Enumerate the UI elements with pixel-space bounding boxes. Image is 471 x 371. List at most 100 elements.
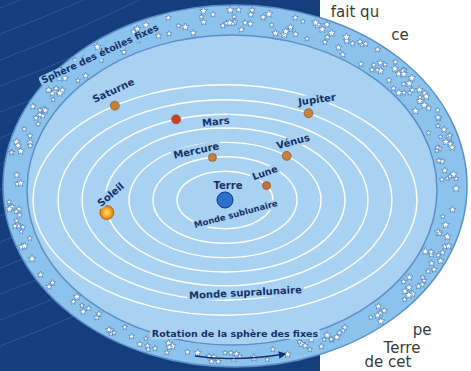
star — [165, 15, 171, 21]
star — [383, 62, 388, 67]
orbit — [105, 128, 345, 272]
star — [248, 11, 255, 17]
star — [51, 97, 56, 102]
star — [328, 29, 336, 37]
star — [8, 149, 15, 156]
star — [405, 79, 413, 86]
star — [300, 19, 305, 24]
star — [340, 51, 346, 57]
star — [381, 307, 388, 313]
star — [238, 26, 244, 32]
star — [435, 123, 440, 128]
star — [27, 236, 32, 241]
star — [20, 224, 26, 230]
star — [342, 33, 350, 41]
star — [14, 142, 22, 149]
star — [82, 72, 89, 78]
star — [337, 330, 343, 335]
fixed-stars — [6, 6, 460, 364]
star — [143, 336, 148, 341]
inner-sphere — [27, 35, 437, 345]
star — [435, 228, 443, 236]
star — [391, 65, 399, 73]
orbit — [153, 157, 297, 243]
star — [166, 344, 172, 350]
star — [449, 144, 456, 151]
star — [323, 21, 330, 28]
mercury-body — [208, 153, 216, 161]
star — [452, 184, 460, 192]
star — [194, 349, 202, 356]
rotation-label: Rotation de la sphère des fixes — [150, 329, 320, 339]
star — [56, 89, 64, 96]
star — [441, 126, 448, 133]
star — [318, 25, 326, 32]
star — [426, 268, 432, 273]
star — [30, 103, 37, 109]
star — [13, 208, 19, 214]
star — [386, 77, 392, 83]
star — [42, 107, 49, 114]
star — [121, 49, 127, 55]
star — [265, 10, 273, 18]
star — [272, 29, 279, 36]
star — [407, 90, 412, 95]
star — [420, 101, 428, 109]
star — [12, 223, 18, 229]
star — [28, 255, 36, 263]
star — [363, 41, 369, 47]
star — [182, 23, 190, 30]
star — [426, 130, 431, 135]
star — [200, 7, 208, 14]
page-text: ce — [391, 28, 408, 43]
star — [33, 115, 39, 121]
star — [36, 121, 42, 126]
star — [442, 138, 450, 145]
star — [350, 40, 356, 46]
star — [423, 93, 431, 100]
star — [22, 126, 28, 131]
star — [358, 61, 364, 67]
star — [282, 27, 290, 34]
star — [440, 214, 445, 219]
star — [391, 85, 397, 91]
star — [27, 143, 33, 149]
star — [375, 303, 382, 310]
orbit — [82, 114, 368, 286]
star — [393, 59, 399, 65]
star — [405, 291, 413, 299]
star — [401, 279, 407, 285]
star — [323, 331, 331, 338]
star — [235, 6, 242, 12]
star — [437, 231, 443, 236]
star — [401, 90, 406, 95]
star — [435, 115, 441, 121]
star — [287, 24, 294, 30]
star — [412, 107, 420, 115]
orbit — [58, 100, 392, 300]
star — [415, 283, 421, 289]
star — [200, 19, 207, 25]
star — [185, 349, 191, 355]
planet-label: Terre — [212, 180, 245, 191]
star — [305, 36, 310, 41]
star — [437, 257, 444, 264]
star — [400, 70, 408, 77]
star — [49, 90, 56, 96]
star — [122, 324, 128, 330]
orbit — [129, 142, 321, 257]
star — [368, 315, 373, 320]
star — [436, 158, 442, 164]
star — [375, 67, 380, 72]
star — [164, 350, 170, 355]
earth-body — [217, 192, 233, 208]
star — [270, 346, 276, 352]
jupiter-body — [304, 109, 313, 118]
star — [297, 339, 302, 344]
venus-body — [282, 151, 291, 160]
star — [27, 133, 33, 139]
star — [374, 46, 381, 52]
star — [449, 206, 456, 213]
star — [292, 14, 298, 20]
star — [312, 19, 320, 26]
